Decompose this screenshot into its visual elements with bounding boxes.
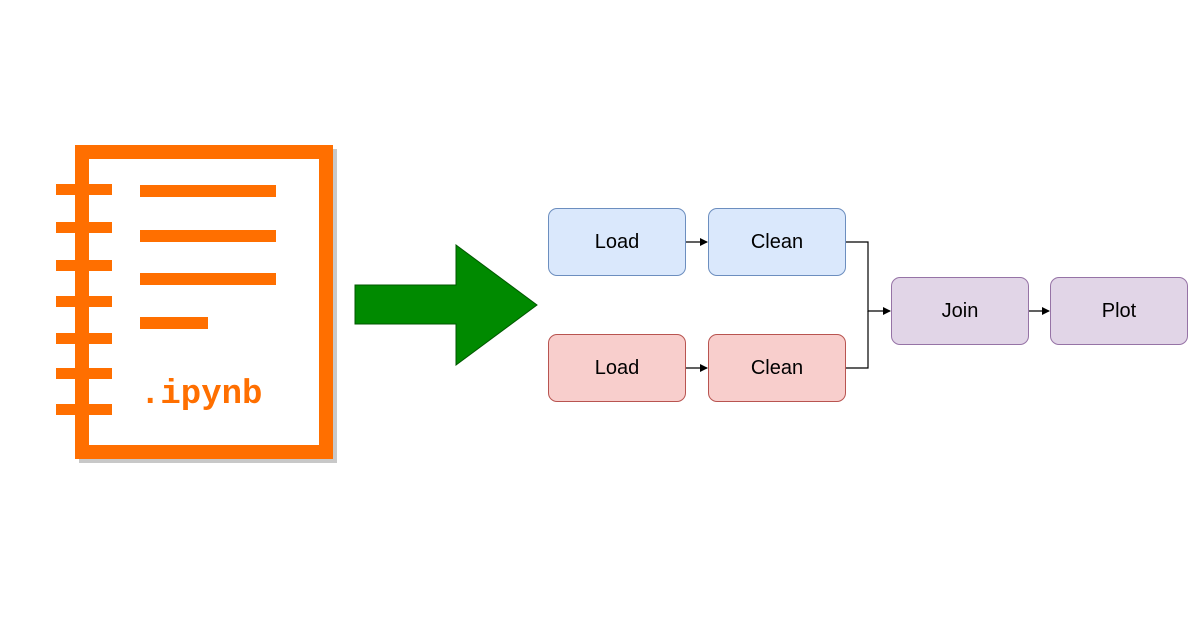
- node-clean-top: Clean: [708, 208, 846, 276]
- node-clean-bottom-label: Clean: [750, 356, 804, 379]
- node-clean-top-label: Clean: [750, 230, 804, 253]
- arrow-right-icon: [354, 244, 538, 366]
- notebook-extension-label: .ipynb: [140, 376, 263, 414]
- notebook-text-lines: [140, 185, 276, 329]
- node-load-bottom-label: Load: [594, 356, 640, 379]
- node-load-top: Load: [548, 208, 686, 276]
- node-clean-bottom: Clean: [708, 334, 846, 402]
- node-load-top-label: Load: [594, 230, 640, 253]
- node-plot-label: Plot: [1101, 299, 1137, 322]
- edge-bottom-clean-to-join: [846, 311, 869, 369]
- notebook-icon: [56, 145, 337, 463]
- node-plot: Plot: [1050, 277, 1188, 345]
- edge-top-clean-to-join: [846, 241, 891, 315]
- node-load-bottom: Load: [548, 334, 686, 402]
- node-join: Join: [891, 277, 1029, 345]
- notebook-spiral: [56, 184, 112, 415]
- node-join-label: Join: [941, 299, 979, 322]
